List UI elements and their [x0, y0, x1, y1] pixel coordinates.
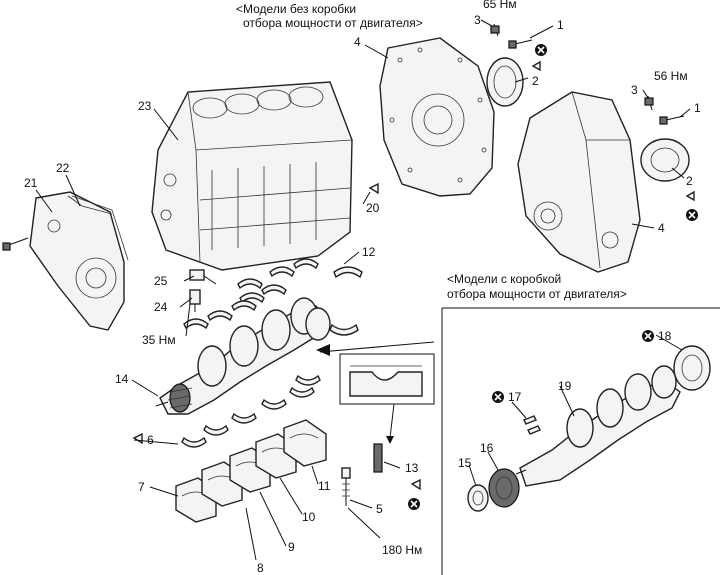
main-bearing-cap-11 — [283, 419, 327, 467]
detail-pointer-arrow — [319, 341, 435, 353]
oil-drop-icon — [132, 432, 143, 445]
pto-inset-frame — [441, 307, 720, 575]
callout-1-top: 1 — [557, 18, 564, 32]
callout-11: 11 — [318, 479, 331, 493]
check-valve-bolt — [189, 289, 201, 312]
callout-2-right: 2 — [686, 174, 693, 188]
leader-lines — [35, 19, 691, 561]
bolt-3-right — [644, 95, 654, 111]
callout-17: 17 — [508, 390, 522, 404]
caption-right-line2: отбора мощности от двигателя> — [447, 287, 627, 301]
rear-plate — [379, 37, 495, 197]
bolt-3-top — [490, 23, 500, 37]
front-plate — [29, 191, 125, 331]
main-bearing-bolt — [341, 467, 351, 506]
caption-top-line1: <Модели без коробки — [236, 2, 356, 16]
callout-18: 18 — [658, 329, 672, 343]
callout-3-top: 3 — [474, 13, 481, 27]
replace-marker-icon — [492, 391, 504, 403]
callout-5: 5 — [376, 502, 383, 516]
callout-10: 10 — [302, 510, 316, 524]
replace-marker-icon — [686, 209, 698, 221]
pto-gear — [488, 468, 520, 508]
caption-top-line2: отбора мощности от двигателя> — [243, 16, 423, 30]
pto-oil-seal — [673, 345, 711, 391]
callout-9: 9 — [288, 540, 295, 554]
bearing-shell-pin — [373, 443, 383, 473]
pto-spacer — [467, 484, 489, 512]
oil-jet — [189, 269, 217, 285]
thrust-washer-upper — [333, 266, 363, 279]
callout-23: 23 — [138, 99, 152, 113]
callout-1-right: 1 — [694, 101, 701, 115]
callout-12: 12 — [362, 245, 376, 259]
callout-7: 7 — [138, 480, 145, 494]
detail-pointer-arrow-head — [316, 344, 330, 356]
callout-14: 14 — [115, 372, 129, 386]
torque-56: 56 Нм — [654, 69, 688, 83]
callout-3-right: 3 — [631, 83, 638, 97]
oil-drop-icon — [410, 478, 421, 491]
replace-marker-icon — [408, 498, 420, 510]
bearing-detail-inset — [339, 353, 435, 405]
callout-6: 6 — [147, 433, 154, 447]
oil-seal-right — [640, 138, 690, 182]
detail-pointer-line — [389, 403, 395, 439]
callout-20: 20 — [366, 201, 380, 215]
callout-24: 24 — [154, 300, 168, 314]
lower-bearing-shells — [181, 374, 321, 448]
upper-bearing-shells — [183, 258, 319, 330]
bolt-front-plate — [2, 237, 29, 251]
detail-pointer-line-head — [386, 436, 394, 444]
callout-8: 8 — [257, 561, 264, 575]
replace-marker-icon — [535, 44, 547, 56]
oil-seal-top — [486, 57, 524, 107]
callout-15: 15 — [458, 456, 472, 470]
torque-180: 180 Нм — [382, 543, 422, 557]
thrust-washer-lower — [329, 323, 359, 336]
callout-4-top: 4 — [354, 35, 361, 49]
callout-2-top: 2 — [532, 74, 539, 88]
oil-drop-icon — [368, 182, 379, 195]
callout-19: 19 — [558, 379, 572, 393]
flywheel-housing — [517, 91, 641, 273]
callout-13: 13 — [405, 461, 419, 475]
pto-keys — [523, 415, 541, 435]
crankshaft — [155, 297, 331, 415]
replace-marker-icon — [642, 330, 654, 342]
cylinder-block — [151, 81, 353, 271]
torque-35: 35 Нм — [142, 333, 176, 347]
torque-65: 65 Нм — [483, 0, 517, 11]
oil-drop-icon — [685, 190, 695, 202]
caption-right-line1: <Модели с коробкой — [447, 272, 561, 286]
bolt-1-top — [508, 39, 533, 49]
oil-drop-icon — [531, 60, 541, 72]
callout-21: 21 — [24, 176, 38, 190]
callout-16: 16 — [480, 441, 494, 455]
callout-22: 22 — [56, 161, 70, 175]
pto-crankshaft — [515, 365, 681, 487]
front-gasket — [71, 195, 129, 261]
callout-4-right: 4 — [658, 221, 665, 235]
callout-25: 25 — [154, 274, 168, 288]
